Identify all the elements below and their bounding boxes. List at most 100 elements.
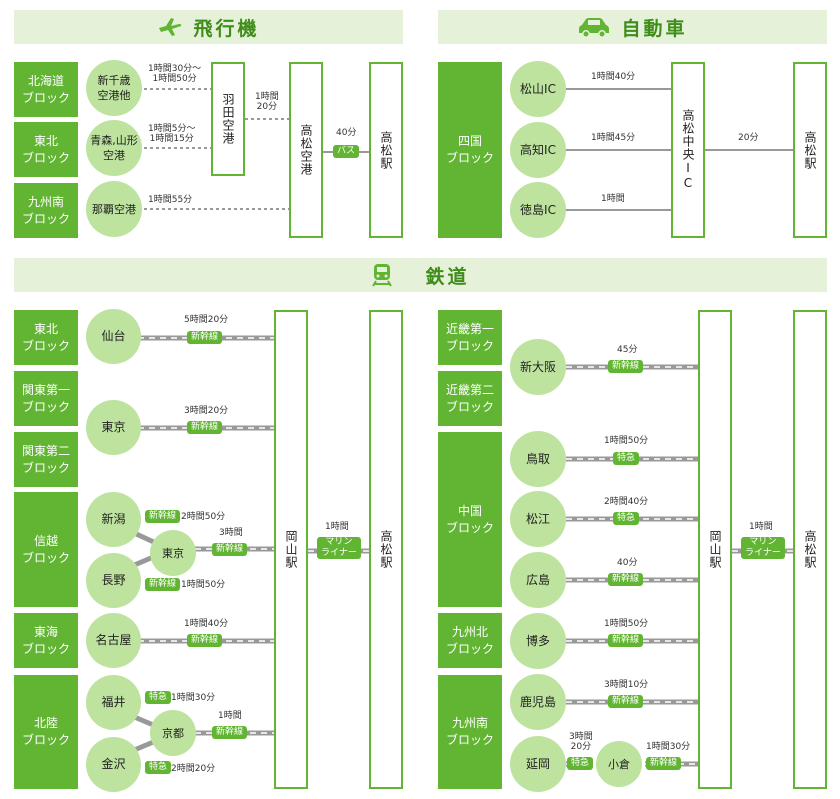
badge-shinkansen-tokyo-hub: 新幹線 — [212, 543, 248, 556]
station-sendai: 仙台 — [86, 309, 141, 364]
header-plane: 飛行機 — [14, 10, 403, 44]
station-tottori: 鳥取 — [510, 431, 566, 487]
time-tokushima: 1時間 — [601, 194, 625, 204]
time-kagoshima: 3時間10分 — [604, 680, 649, 690]
airport-naha: 那覇空港 — [86, 181, 142, 237]
badge-shinkansen-nagoya: 新幹線 — [187, 634, 223, 647]
badge-shinkansen-hakata: 新幹線 — [608, 634, 644, 647]
time-fukui: 1時間30分 — [171, 693, 216, 703]
ic-tokushima: 徳島IC — [510, 182, 566, 238]
badge-marine-liner-right: マリンライナー — [741, 537, 785, 559]
takamatsu-central-ic: 高松中央IC — [671, 62, 705, 238]
flight-routes — [138, 88, 291, 210]
okayama-station-right: 岡山駅 — [698, 310, 732, 789]
station-tokyo: 東京 — [86, 400, 141, 455]
time-tokyo: 3時間20分 — [184, 406, 229, 416]
time-hakata: 1時間50分 — [604, 619, 649, 629]
station-kyoto: 京都 — [150, 710, 196, 756]
time-nagoya: 1時間40分 — [184, 619, 229, 629]
time-kanazawa: 2時間20分 — [171, 764, 216, 774]
time-naha: 1時間55分 — [148, 195, 193, 205]
ic-matsuyama: 松山IC — [510, 61, 566, 117]
takamatsu-station-rail-right: 高松駅 — [793, 310, 827, 789]
airport-shinchitose: 新千歳空港他 — [86, 60, 142, 116]
station-kagoshima: 鹿児島 — [510, 674, 566, 730]
station-tokyo-hub: 東京 — [150, 530, 196, 576]
road-routes — [564, 88, 793, 211]
station-matsue: 松江 — [510, 491, 566, 547]
time-shinosaka: 45分 — [617, 345, 638, 355]
time-shinchitose: 1時間30分～1時間50分 — [148, 64, 202, 84]
region-kinki2: 近畿第二ブロック — [438, 371, 502, 426]
badge-shinkansen-hiroshima: 新幹線 — [608, 573, 644, 586]
badge-shinkansen-kyoto: 新幹線 — [212, 726, 248, 739]
badge-tokkyu-fukui: 特急 — [145, 691, 172, 704]
time-tottori: 1時間50分 — [604, 436, 649, 446]
station-fukui: 福井 — [86, 675, 141, 730]
badge-shinkansen-niigata: 新幹線 — [145, 510, 181, 523]
badge-shinkansen-shinosaka: 新幹線 — [608, 360, 644, 373]
station-nobeoka: 延岡 — [510, 736, 566, 792]
time-kyoto: 1時間 — [218, 711, 242, 721]
time-hiroshima: 40分 — [617, 558, 638, 568]
station-nagano: 長野 — [86, 553, 141, 608]
region-tohoku: 東北ブロック — [14, 122, 78, 177]
time-aomori: 1時間5分～1時間15分 — [148, 124, 196, 144]
region-kyushu-north: 九州北ブロック — [438, 613, 502, 668]
badge-tokkyu-tottori: 特急 — [613, 452, 640, 465]
ic-kochi: 高知IC — [510, 122, 566, 178]
time-central-ic: 20分 — [738, 133, 759, 143]
badge-marine-liner-left: マリンライナー — [317, 537, 361, 559]
region-kinki1: 近畿第一ブロック — [438, 310, 502, 365]
badge-shinkansen-kokura: 新幹線 — [646, 757, 682, 770]
airport-aomori: 青森,山形空港 — [86, 120, 142, 176]
takamatsu-airport: 高松空港 — [289, 62, 323, 238]
region-shinetsu: 信越ブロック — [14, 492, 78, 607]
station-niigata: 新潟 — [86, 492, 141, 547]
car-icon — [579, 18, 610, 38]
station-nagoya: 名古屋 — [86, 613, 141, 668]
time-bus: 40分 — [336, 128, 357, 138]
time-marine-right: 1時間 — [749, 522, 773, 532]
time-niigata: 2時間50分 — [181, 512, 226, 522]
region-kyushu-south: 九州南ブロック — [14, 183, 78, 238]
takamatsu-station-rail-left: 高松駅 — [369, 310, 403, 789]
station-kanazawa: 金沢 — [86, 737, 141, 792]
region-shikoku: 四国ブロック — [438, 62, 502, 238]
region-kyushu-south-rail: 九州南ブロック — [438, 675, 502, 789]
time-kochi: 1時間45分 — [591, 133, 636, 143]
station-hiroshima: 広島 — [510, 552, 566, 608]
takamatsu-station-plane: 高松駅 — [369, 62, 403, 238]
region-tokai: 東海ブロック — [14, 613, 78, 668]
badge-shinkansen-sendai: 新幹線 — [187, 331, 223, 344]
badge-shinkansen-tokyo: 新幹線 — [187, 421, 223, 434]
region-chugoku: 中国ブロック — [438, 432, 502, 607]
header-rail: 鉄道 — [14, 258, 827, 292]
time-matsuyama: 1時間40分 — [591, 72, 636, 82]
okayama-station-left: 岡山駅 — [274, 310, 308, 789]
time-nagano: 1時間50分 — [181, 580, 226, 590]
badge-tokkyu-nobeoka: 特急 — [567, 757, 594, 770]
time-tokyo-hub: 3時間 — [219, 528, 243, 538]
airplane-icon — [159, 18, 182, 36]
badge-tokkyu-matsue: 特急 — [613, 512, 640, 525]
section-title-car: 自動車 — [621, 17, 688, 40]
haneda-airport: 羽田空港 — [211, 62, 245, 176]
section-title-plane: 飛行機 — [193, 17, 260, 40]
train-icon — [372, 264, 393, 287]
badge-tokkyu-kanazawa: 特急 — [145, 761, 172, 774]
time-matsue: 2時間40分 — [604, 497, 649, 507]
time-sendai: 5時間20分 — [184, 315, 229, 325]
station-shinosaka: 新大阪 — [510, 339, 566, 395]
region-tohoku-rail: 東北ブロック — [14, 310, 78, 365]
station-kokura: 小倉 — [596, 741, 642, 787]
region-hokkaido: 北海道ブロック — [14, 62, 78, 117]
section-title-rail: 鉄道 — [425, 265, 470, 288]
region-kanto1: 関東第一ブロック — [14, 371, 78, 426]
takamatsu-station-car: 高松駅 — [793, 62, 827, 238]
badge-shinkansen-kagoshima: 新幹線 — [608, 695, 644, 708]
time-marine-left: 1時間 — [325, 522, 349, 532]
